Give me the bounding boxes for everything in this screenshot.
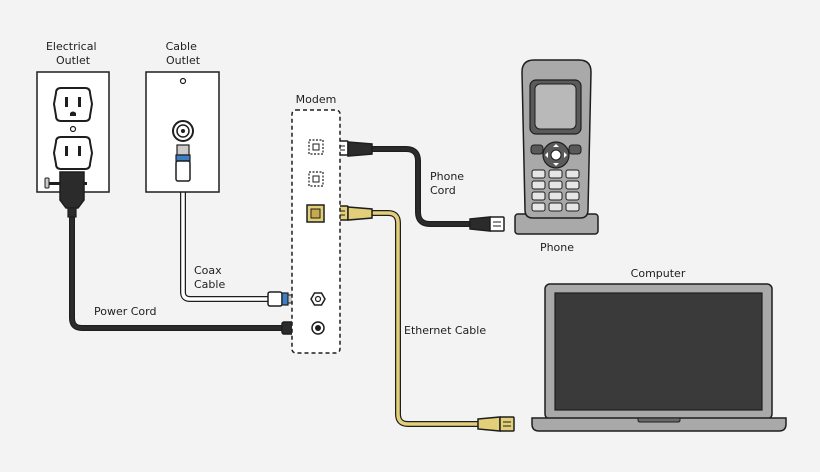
upper-receptacle — [52, 87, 94, 122]
phone-key — [548, 202, 563, 212]
coax-connector-band — [281, 292, 289, 306]
phone-label: Phone — [540, 241, 574, 254]
phone-cord-phone-plug — [469, 216, 505, 232]
modem-phone-port-2 — [308, 171, 324, 187]
phone-key — [565, 169, 580, 179]
phone-key — [565, 191, 580, 201]
coax-cable-label: Coax Cable — [194, 264, 225, 291]
laptop-computer — [531, 283, 787, 432]
modem-coax-port — [310, 292, 326, 306]
phone-key — [565, 180, 580, 190]
lower-receptacle — [52, 136, 94, 170]
laptop-notch — [637, 417, 681, 423]
ethernet-cable — [333, 205, 515, 432]
power-plug-head — [44, 171, 87, 218]
coax-wall-connector — [175, 144, 191, 182]
cable-outlet-screw — [179, 77, 187, 85]
electrical-outlet-label: Electrical Outlet — [46, 40, 100, 67]
modem-body — [291, 109, 341, 354]
phone-key — [548, 169, 563, 179]
coax-connector-body — [267, 291, 283, 307]
outlet-screw — [69, 125, 77, 133]
ethernet-cable-label: Ethernet Cable — [404, 324, 486, 337]
phone-key — [531, 180, 546, 190]
laptop-base — [531, 417, 787, 432]
cable-outlet — [145, 71, 220, 193]
power-cord-label: Power Cord — [94, 305, 156, 318]
modem-label: Modem — [296, 93, 337, 106]
ethernet-computer-plug — [477, 416, 515, 432]
phone-cord-label: Phone Cord — [430, 170, 468, 197]
modem-power-port — [311, 321, 325, 335]
electrical-outlet — [36, 71, 110, 218]
modem — [291, 109, 341, 354]
coax-jack — [172, 120, 194, 142]
phone-key — [548, 191, 563, 201]
phone-keypad — [531, 169, 580, 212]
laptop-screen — [554, 292, 763, 411]
cordless-phone — [514, 59, 599, 235]
phone-screen — [534, 83, 577, 130]
phone-key — [565, 202, 580, 212]
phone-key — [531, 202, 546, 212]
modem-phone-port-1 — [308, 139, 324, 155]
computer-label: Computer — [631, 267, 686, 280]
phone-key — [531, 169, 546, 179]
phone-nav-pad — [530, 141, 582, 169]
phone-key — [548, 180, 563, 190]
phone-key — [531, 191, 546, 201]
modem-ethernet-port — [306, 204, 325, 223]
cable-outlet-label: Cable Outlet — [166, 40, 201, 67]
